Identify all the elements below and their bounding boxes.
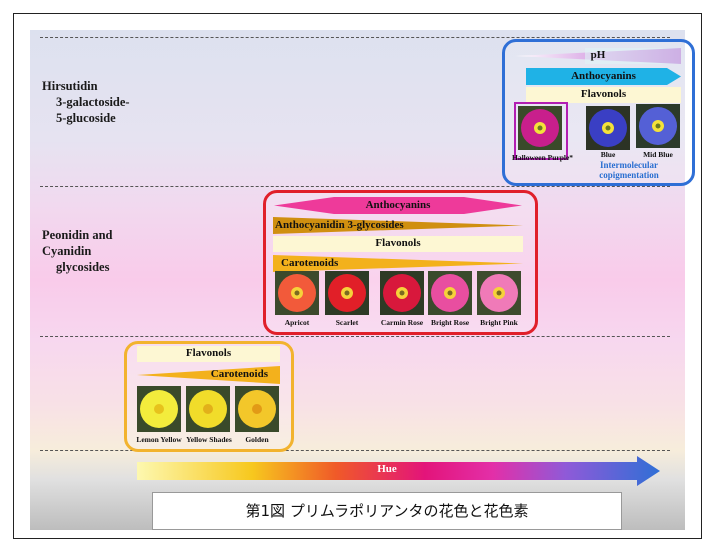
flower-caption: Bright Rose [430, 318, 470, 327]
flower-photo [477, 271, 521, 315]
group-label-line: Cyanidin [42, 244, 92, 258]
flavonols-bar: Flavonols [273, 236, 523, 252]
anthocyanidin-bar: Anthocyanidin 3-glycosides [273, 217, 523, 234]
anthocyanins-label: Anthocyanins [571, 70, 636, 82]
group-label-line: 3-galactoside- [56, 95, 130, 109]
note-line: copigmentation [599, 170, 659, 180]
group-label-line: glycosides [56, 260, 110, 274]
divider [40, 450, 670, 451]
carotenoids-bar: Carotenoids [273, 255, 523, 272]
divider [40, 336, 670, 337]
flower-photo [636, 104, 680, 148]
divider [40, 186, 670, 187]
flavonols-label: Flavonols [375, 237, 421, 249]
group-label-peonidin: Peonidin and Cyanidin glycosides [42, 227, 113, 275]
flavonols-bar: Flavonols [526, 87, 681, 103]
flower-photo [186, 386, 230, 432]
anthocyanins-bar-pink: Anthocyanins [274, 197, 522, 214]
copigmentation-note: Intermolecular copigmentation [584, 160, 674, 180]
hue-label: Hue [377, 463, 397, 475]
ph-label: pH [590, 49, 606, 61]
flower-photo [586, 106, 630, 150]
anthocyanidin-label: Anthocyanidin 3-glycosides [275, 219, 404, 231]
flower-photo [325, 271, 369, 315]
figure-caption: 第1図 プリムラポリアンタの花色と花色素 [152, 492, 622, 530]
flower-caption: Mid Blue [643, 150, 673, 159]
flower-photo [428, 271, 472, 315]
flower-photo [518, 106, 562, 150]
flower-caption: Yellow Shades [186, 435, 232, 444]
hue-arrow: Hue [137, 456, 660, 486]
divider [40, 37, 670, 38]
flower-caption: Lemon Yellow [136, 435, 182, 444]
flavonols-label: Flavonols [185, 347, 232, 359]
flower-caption: Golden [245, 435, 269, 444]
group-label-line: Peonidin and [42, 228, 113, 242]
flower-caption: Carmin Rose [380, 318, 424, 327]
flower-caption: Bright Pink [480, 318, 518, 327]
flower-caption: Blue [600, 150, 616, 159]
ph-bar: pH [515, 48, 681, 64]
flower-photo [380, 271, 424, 315]
flower-photo [137, 386, 181, 432]
flavonols-bar: Flavonols [137, 346, 280, 362]
anthocyanins-label: Anthocyanins [365, 199, 431, 211]
group-label-line: 5-glucoside [56, 111, 116, 125]
flower-caption: Halloween Purple* [512, 153, 574, 162]
note-line: Intermolecular [600, 160, 658, 170]
carotenoids-label: Carotenoids [210, 368, 268, 380]
group-label-line: Hirsutidin [42, 79, 98, 93]
carotenoids-bar: Carotenoids [137, 366, 280, 384]
group-label-hirsutidin: Hirsutidin 3-galactoside- 5-glucoside [42, 78, 130, 126]
highlight-frame [514, 102, 568, 160]
anthocyanins-bar-blue: Anthocyanins [526, 68, 681, 85]
flower-caption: Apricot [284, 318, 310, 327]
flower-photo [275, 271, 319, 315]
flower-caption: Scarlet [335, 318, 359, 327]
carotenoids-label: Carotenoids [281, 257, 339, 269]
flavonols-label: Flavonols [580, 88, 627, 100]
flower-photo [235, 386, 279, 432]
